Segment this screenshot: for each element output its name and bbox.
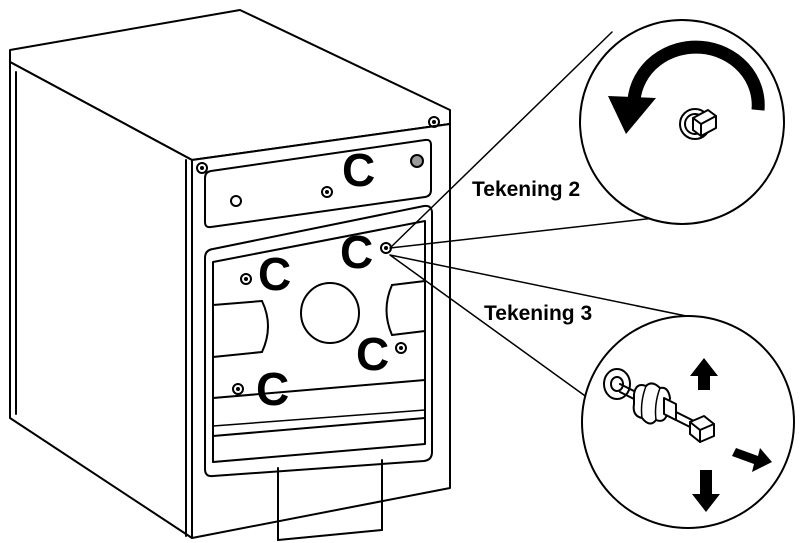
indicator-light-left — [230, 195, 242, 207]
panel-strip-upper — [212, 280, 426, 306]
corner-screws — [196, 116, 440, 174]
leader-to-drawing-2 — [389, 31, 691, 249]
indicator-light-right — [410, 154, 424, 168]
detail-drawing-3 — [581, 315, 795, 529]
corner-screw-left — [196, 162, 208, 174]
panel-cutout-left — [261, 300, 269, 353]
nut-icon — [663, 397, 677, 421]
rotate-arrowhead — [608, 96, 656, 134]
arrow-down-icon — [692, 470, 720, 512]
mounting-screws — [232, 242, 407, 395]
screw-label-lower-right: C — [356, 328, 389, 380]
screw-c3 — [395, 342, 407, 354]
leader-lines — [389, 31, 697, 399]
control-panel-frame — [204, 138, 432, 229]
panel-cutout-right — [385, 284, 393, 336]
base-edge — [277, 529, 383, 541]
access-panel-inner — [212, 220, 426, 463]
screw-label-panel: C — [342, 144, 375, 196]
access-panel — [204, 204, 433, 478]
center-port — [300, 282, 360, 344]
screw-label-upper-left: C — [258, 248, 291, 300]
caption-drawing-3: Tekening 3 — [484, 302, 592, 325]
rotate-counterclockwise-arrow — [627, 40, 765, 111]
caption-drawing-2: Tekening 2 — [472, 178, 580, 201]
panel-rail-1 — [212, 417, 426, 437]
detail-circle-3 — [581, 315, 795, 529]
panel-strip-lower — [212, 330, 426, 358]
labels: C C C C C Tekening 2 Tekening 3 — [256, 144, 592, 415]
detail-circle-2 — [579, 19, 785, 225]
screw-c1 — [240, 273, 252, 285]
panel-rail-2 — [212, 409, 426, 427]
corner-screw-right — [428, 116, 440, 128]
arrow-up-icon — [690, 358, 718, 390]
screw-c4 — [232, 383, 244, 395]
panel-rail-3 — [212, 379, 426, 399]
base — [277, 459, 383, 541]
base-front — [277, 459, 383, 541]
detail-drawing-2 — [579, 19, 785, 225]
leader-to-drawing-3 — [389, 254, 697, 399]
screw-label-lower-left: C — [256, 363, 289, 415]
control-panel — [204, 138, 432, 229]
washer-icon — [603, 368, 631, 400]
arrow-right-icon — [732, 448, 772, 472]
screw-label-upper-right: C — [340, 226, 373, 278]
panel-screw — [321, 186, 333, 198]
